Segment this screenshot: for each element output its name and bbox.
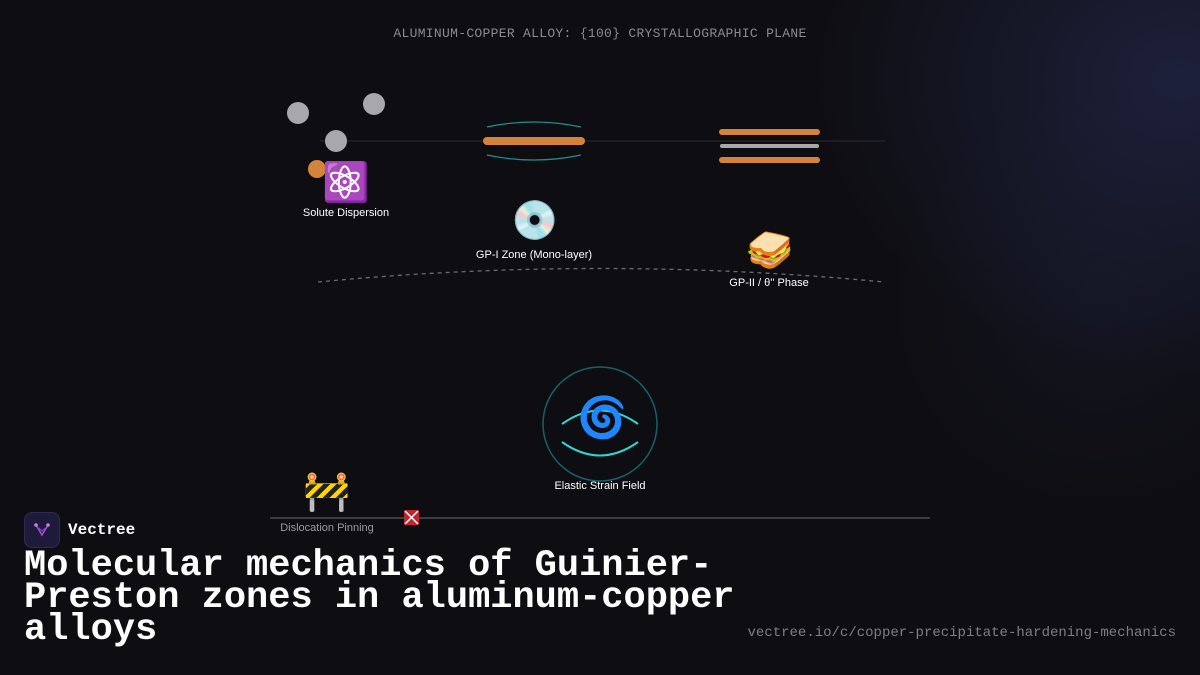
atom-icon: ⚛️ <box>322 160 370 204</box>
gp2-copper-layer-top <box>719 129 820 135</box>
diagram-title: ALUMINUM-COPPER ALLOY: {100} CRYSTALLOGR… <box>393 26 807 41</box>
disc-icon: 💿 <box>511 198 559 242</box>
cyclone-icon: 🌀 <box>577 395 627 441</box>
stage-label-gp1-zone: GP-I Zone (Mono-layer) <box>475 249 593 261</box>
solute-atoms <box>287 93 385 178</box>
gp1-strain-arc-top <box>486 121 582 128</box>
copper-atom <box>308 160 326 178</box>
aluminum-atom <box>363 93 385 115</box>
strain-wave-bottom <box>561 441 639 457</box>
aluminum-atom <box>325 130 347 152</box>
strain-wave-top <box>561 409 639 425</box>
gp2-copper-layer-bottom <box>719 157 820 163</box>
sandwich-icon: 🥪 <box>746 228 794 272</box>
gp1-copper-layer <box>483 137 585 145</box>
gp2-zone-graphic <box>719 129 820 163</box>
pinning-point-marker <box>404 510 419 525</box>
brand-name: Vectree <box>68 521 136 539</box>
stage-label-gp2-phase: GP-II / θ'' Phase <box>729 277 809 289</box>
pinning-label: Dislocation Pinning <box>280 522 374 534</box>
page-headline: Molecular mechanics of Guinier-Preston z… <box>24 545 735 651</box>
stage-label-solute-dispersion: Solute Dispersion <box>302 207 390 219</box>
gp1-strain-arc-bottom <box>486 154 582 161</box>
gp2-aluminum-layer <box>720 144 819 148</box>
strain-field-ring <box>542 366 658 482</box>
progression-arc <box>317 267 885 283</box>
aluminum-atom <box>287 102 309 124</box>
barrier-icon: 🚧 <box>303 469 351 513</box>
strain-field-graphic <box>542 366 658 482</box>
source-url[interactable]: vectree.io/c/copper-precipitate-hardenin… <box>747 625 1176 641</box>
vectree-logo-icon <box>24 512 60 548</box>
strain-field-label: Elastic Strain Field <box>554 480 646 492</box>
gp1-zone-graphic <box>483 121 585 161</box>
brand: Vectree <box>24 512 135 548</box>
